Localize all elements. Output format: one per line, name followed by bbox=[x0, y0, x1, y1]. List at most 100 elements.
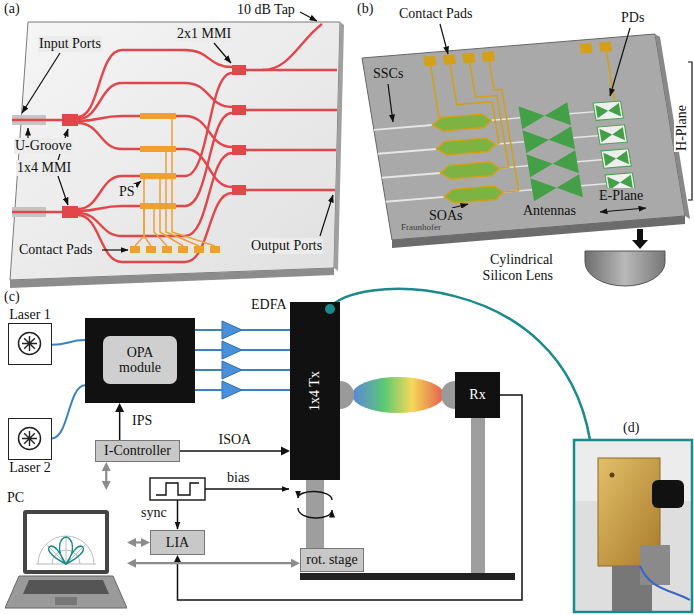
contact-pad bbox=[482, 51, 495, 62]
keyboard bbox=[23, 580, 109, 594]
chip-side bbox=[655, 34, 690, 219]
contact-pad bbox=[130, 246, 140, 253]
mmi bbox=[232, 65, 246, 75]
h-plane-bracket bbox=[688, 62, 692, 200]
phase-shifter bbox=[140, 113, 176, 119]
ssc bbox=[374, 125, 433, 130]
leaders-a bbox=[22, 12, 333, 250]
stage-box: rot. stage bbox=[300, 548, 364, 572]
sync-arrow bbox=[177, 500, 179, 529]
photodiodes bbox=[593, 101, 635, 192]
connector-line bbox=[105, 469, 107, 483]
laser-source: Laser 2 bbox=[8, 418, 52, 478]
mount-bracket bbox=[640, 545, 670, 585]
waveguide bbox=[246, 109, 337, 111]
leader-line bbox=[58, 129, 68, 160]
contact-pad bbox=[423, 56, 436, 67]
current-label: IPS bbox=[131, 413, 153, 429]
wire bbox=[160, 179, 183, 246]
laser-ring bbox=[19, 428, 41, 450]
waveguide bbox=[78, 83, 185, 119]
contact-pad bbox=[443, 54, 456, 65]
rail bbox=[300, 573, 515, 580]
leaders-b bbox=[388, 24, 692, 212]
optical-fiber bbox=[52, 385, 85, 438]
ssc bbox=[386, 197, 445, 202]
part-label: Contact Pads bbox=[18, 242, 94, 258]
soa bbox=[435, 137, 496, 155]
silicon-lens bbox=[585, 251, 665, 286]
rx-lens bbox=[441, 381, 455, 409]
edfa-symbol bbox=[222, 341, 242, 359]
antenna bbox=[522, 126, 575, 153]
part-label: PDs bbox=[620, 10, 645, 26]
node-text: Laser 2 bbox=[9, 460, 51, 476]
waveguide bbox=[246, 69, 337, 71]
node-text: 1x4 Tx bbox=[307, 371, 323, 411]
receiver-box: Rx bbox=[455, 372, 500, 418]
waveguide bbox=[246, 149, 336, 151]
wire bbox=[154, 209, 167, 246]
leader-line bbox=[610, 28, 630, 96]
leader-line bbox=[22, 53, 60, 113]
antennas bbox=[518, 102, 582, 201]
control-link bbox=[127, 559, 300, 568]
current-label: ISOA bbox=[218, 432, 253, 448]
control-link bbox=[127, 538, 150, 547]
edfa-symbol bbox=[222, 361, 242, 379]
part-label: Cylindrical Silicon Lens bbox=[470, 252, 554, 284]
node-text: PC bbox=[5, 490, 127, 506]
optical-fiber bbox=[52, 340, 85, 345]
lock-in-box: LIA bbox=[150, 530, 205, 555]
chip-surface bbox=[363, 42, 636, 214]
connector-line bbox=[119, 410, 121, 440]
laptop-drawing bbox=[5, 510, 127, 610]
waveguide bbox=[185, 193, 232, 262]
leader-line bbox=[135, 181, 141, 186]
soa bbox=[439, 161, 500, 179]
phase-shifter bbox=[140, 146, 176, 152]
edfa-symbol bbox=[222, 381, 242, 399]
connector-line bbox=[178, 395, 523, 600]
laser-source: Laser 1 bbox=[8, 307, 52, 367]
leader-line bbox=[320, 195, 333, 236]
contact-pad bbox=[599, 42, 612, 53]
mmi bbox=[232, 105, 246, 115]
trace bbox=[431, 66, 440, 118]
panel-label: (d) bbox=[622, 420, 640, 436]
rotation-arrow bbox=[298, 508, 332, 518]
node-text: I-Controller bbox=[104, 443, 171, 459]
part-label: 1x4 MMI bbox=[16, 160, 72, 176]
laser-icon bbox=[9, 324, 50, 363]
module-inner-box: OPA module bbox=[103, 336, 177, 384]
waveguide bbox=[78, 176, 185, 209]
screw-hole bbox=[610, 473, 615, 478]
polar-grid bbox=[36, 536, 96, 564]
part-label: 10 dB Tap bbox=[236, 2, 296, 18]
chip-front bbox=[10, 268, 334, 288]
leader-line bbox=[300, 12, 317, 21]
e-plane-arrow bbox=[600, 208, 646, 212]
node-text: OPA module bbox=[106, 345, 174, 376]
part-label: SSCs bbox=[372, 66, 404, 82]
antenna bbox=[518, 102, 571, 129]
signal-line bbox=[173, 395, 522, 600]
feed-lines bbox=[491, 112, 608, 192]
contact-pad bbox=[178, 246, 188, 253]
part-label: U-Groove bbox=[14, 138, 73, 154]
thz-beam bbox=[352, 377, 444, 413]
fiber-cable bbox=[330, 289, 590, 440]
part-label: 2x1 MMI bbox=[176, 26, 232, 42]
phase-shifter bbox=[140, 203, 176, 209]
contact-pad bbox=[579, 43, 592, 54]
wire bbox=[166, 152, 199, 246]
bias-arrow bbox=[205, 488, 289, 490]
waveguide bbox=[78, 215, 185, 262]
current-line bbox=[115, 403, 124, 440]
antenna bbox=[530, 174, 583, 201]
photo-frame bbox=[574, 440, 692, 612]
connector-line bbox=[180, 450, 283, 452]
contact-pad bbox=[462, 53, 475, 64]
contact-pad bbox=[162, 246, 172, 253]
connector-line bbox=[134, 562, 293, 564]
